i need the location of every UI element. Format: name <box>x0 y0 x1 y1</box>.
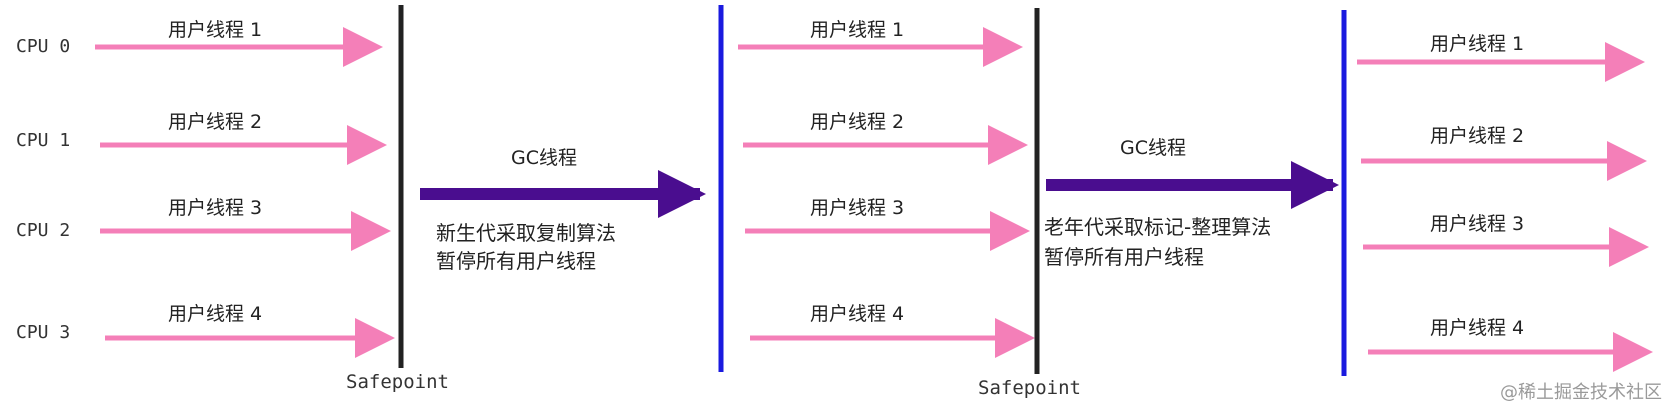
phase1-thread-label-1: 用户线程 1 <box>168 19 262 41</box>
phase1-thread-label-3: 用户线程 3 <box>168 197 262 219</box>
watermark-text: @稀土掘金技术社区 <box>1500 382 1662 403</box>
phase1-thread-label-4: 用户线程 4 <box>168 303 262 325</box>
gc1-label: GC线程 <box>511 147 577 169</box>
cpu-label-3: CPU 3 <box>16 322 70 343</box>
safepoint-label-1: Safepoint <box>346 371 449 393</box>
phase1-thread-label-2: 用户线程 2 <box>168 111 262 133</box>
phase3-thread-label-4: 用户线程 4 <box>1430 317 1524 339</box>
gc1-description-line-2: 暂停所有用户线程 <box>436 249 596 273</box>
phase2-thread-label-2: 用户线程 2 <box>810 111 904 133</box>
phase2-thread-label-1: 用户线程 1 <box>810 19 904 41</box>
cpu-label-1: CPU 1 <box>16 130 70 151</box>
phase2-thread-label-3: 用户线程 3 <box>810 197 904 219</box>
gc2-label: GC线程 <box>1120 137 1186 159</box>
cpu-label-0: CPU 0 <box>16 36 70 57</box>
gc1-description-line-1: 新生代采取复制算法 <box>436 221 616 245</box>
phase3-thread-label-1: 用户线程 1 <box>1430 33 1524 55</box>
phase2-thread-label-4: 用户线程 4 <box>810 303 904 325</box>
gc2-description-line-1: 老年代采取标记-整理算法 <box>1044 215 1271 239</box>
safepoint-label-2: Safepoint <box>978 377 1081 399</box>
phase3-thread-label-3: 用户线程 3 <box>1430 213 1524 235</box>
gc2-description-line-2: 暂停所有用户线程 <box>1044 245 1204 269</box>
cpu-label-2: CPU 2 <box>16 220 70 241</box>
phase3-thread-label-2: 用户线程 2 <box>1430 125 1524 147</box>
